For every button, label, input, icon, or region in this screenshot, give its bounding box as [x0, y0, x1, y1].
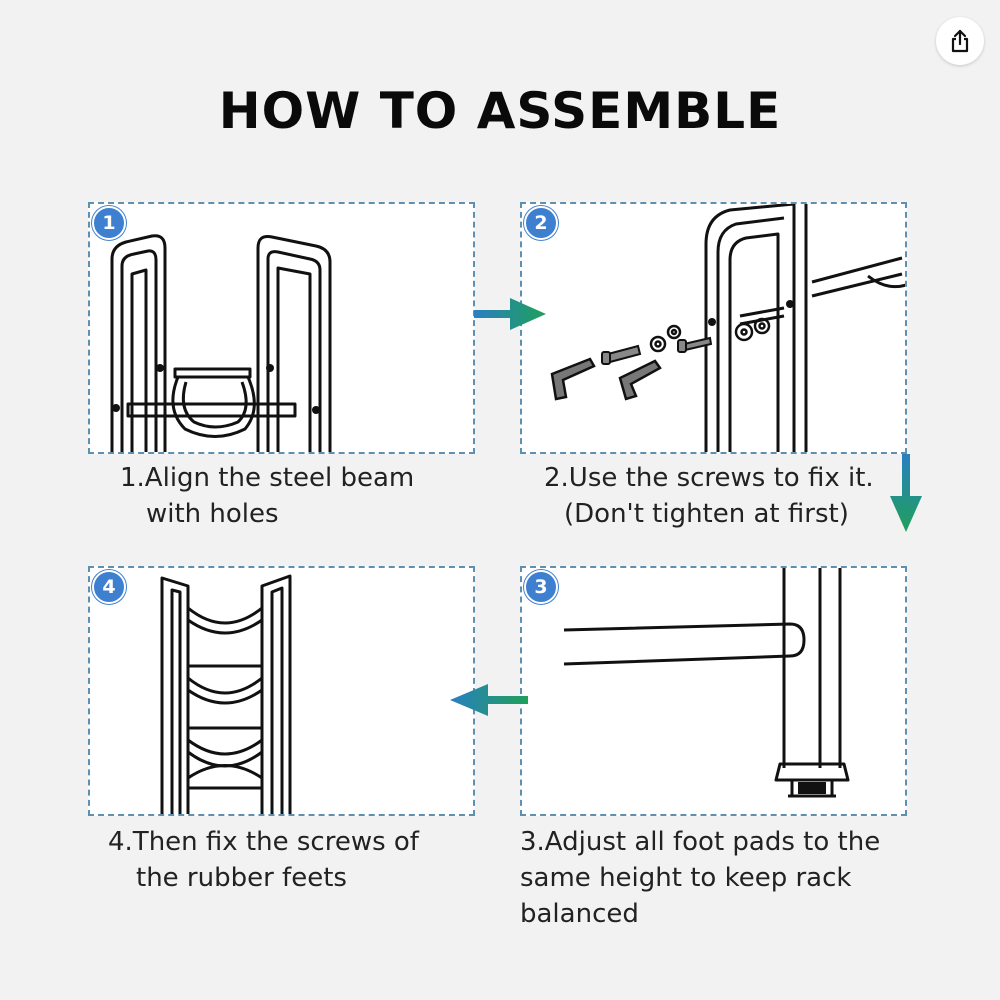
step-2-caption: 2.Use the screws to fix it. (Don't tight… — [544, 460, 874, 532]
screws-and-frame-illustration — [550, 204, 905, 452]
step-3-caption-line-2: same height to keep rack — [520, 863, 852, 893]
step-2-caption-line-2: (Don't tighten at first) — [564, 499, 849, 529]
step-3-caption-line-1: 3.Adjust all foot pads to the — [520, 827, 881, 857]
step-1-panel: 1 — [88, 202, 475, 454]
step-2-panel: 2 — [520, 202, 907, 454]
assembled-rack-illustration — [160, 574, 292, 814]
step-1-caption-line-2: with holes — [146, 499, 279, 529]
step-1-badge: 1 — [92, 206, 126, 240]
arrow-down-icon — [890, 454, 922, 532]
step-3-badge: 3 — [524, 570, 558, 604]
step-3-panel: 3 — [520, 566, 907, 816]
share-button[interactable] — [936, 17, 984, 65]
step-1-caption-line-1: 1.Align the steel beam — [120, 463, 415, 493]
step-4-badge: 4 — [92, 570, 126, 604]
step-2-badge: 2 — [524, 206, 558, 240]
step-3-caption: 3.Adjust all foot pads to the same heigh… — [520, 824, 880, 932]
arrow-left-icon — [450, 684, 528, 716]
step-4-caption-line-1: 4.Then fix the screws of — [108, 827, 419, 857]
arrow-right-icon — [474, 298, 546, 330]
step-4-panel: 4 — [88, 566, 475, 816]
foot-pad-illustration — [563, 568, 850, 798]
page-title: HOW TO ASSEMBLE — [218, 82, 782, 140]
share-icon — [951, 29, 969, 53]
rack-frames-illustration — [110, 234, 332, 452]
step-3-caption-line-3: balanced — [520, 899, 639, 929]
step-4-caption-line-2: the rubber feets — [136, 863, 347, 893]
step-1-caption: 1.Align the steel beam with holes — [120, 460, 414, 532]
step-4-caption: 4.Then fix the screws of the rubber feet… — [108, 824, 419, 896]
step-2-caption-line-1: 2.Use the screws to fix it. — [544, 463, 874, 493]
